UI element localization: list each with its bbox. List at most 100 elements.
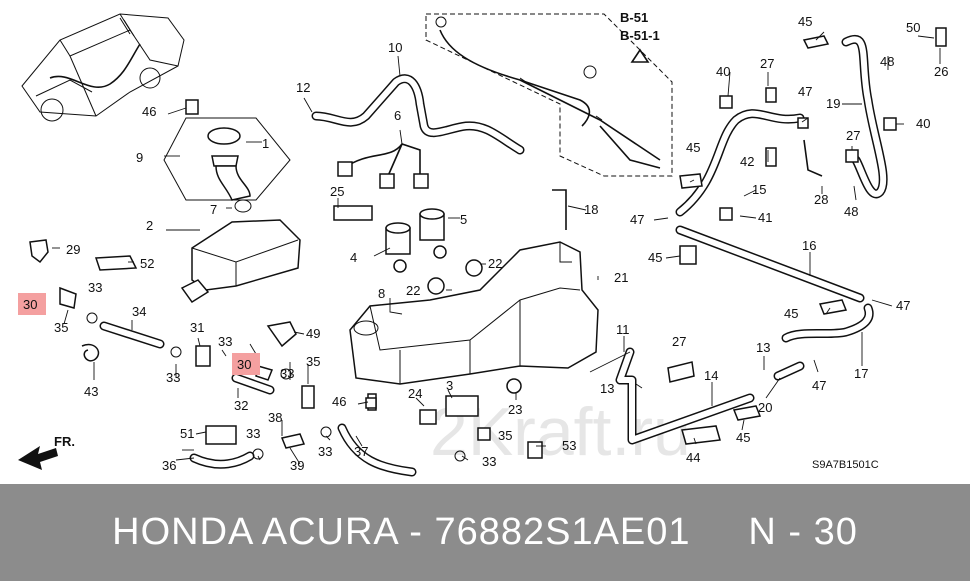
hose-18 [552, 189, 567, 230]
hose-28 [803, 139, 823, 177]
part-label-33e: 33 [246, 426, 260, 441]
part-label-33d: 33 [280, 366, 294, 381]
part-label-35a: 35 [54, 320, 68, 335]
part-label-6: 6 [394, 108, 401, 123]
part-label-22b: 22 [406, 283, 420, 298]
part-label-12: 12 [296, 80, 310, 95]
part-label-5: 5 [460, 212, 467, 227]
part-label-27c: 27 [672, 334, 686, 349]
part-label-9: 9 [136, 150, 143, 165]
highlight-box-30b [232, 353, 260, 375]
grommet-23 [506, 378, 522, 394]
part-label-48a: 48 [880, 54, 894, 69]
part-label-36: 36 [162, 458, 176, 473]
part-label-7: 7 [210, 202, 217, 217]
part-label-15: 15 [752, 182, 766, 197]
part-label-33a: 33 [88, 280, 102, 295]
part-label-3: 3 [446, 378, 453, 393]
part-label-47b: 47 [630, 212, 644, 227]
part-label-45b: 45 [686, 140, 700, 155]
part-label-28: 28 [814, 192, 828, 207]
ref-label-b51: B-51 [620, 10, 648, 25]
part-label-29: 29 [66, 242, 80, 257]
leader-lines [52, 31, 941, 465]
part-label-46b: 46 [332, 394, 346, 409]
ref-label-b51-1: B-51-1 [620, 28, 660, 43]
main-reservoir [349, 241, 599, 385]
pump-harness [333, 143, 447, 273]
part-label-41: 41 [758, 210, 772, 225]
footer-bar: HONDA ACURA - 76882S1AE01 N - 30 [0, 484, 970, 581]
part-label-26: 26 [934, 64, 948, 79]
upper-reservoir [180, 219, 301, 304]
part-label-10: 10 [388, 40, 402, 55]
part-label-19: 19 [826, 96, 840, 111]
part-label-17: 17 [854, 366, 868, 381]
part-label-40b: 40 [916, 116, 930, 131]
part-label-24: 24 [408, 386, 422, 401]
part-label-33g: 33 [482, 454, 496, 469]
part-label-20: 20 [758, 400, 772, 415]
filler-neck-group [163, 117, 291, 213]
part-label-4: 4 [350, 250, 357, 265]
part-label-25: 25 [330, 184, 344, 199]
part-label-48b: 48 [844, 204, 858, 219]
part-label-33b: 33 [218, 334, 232, 349]
part-label-27a: 27 [760, 56, 774, 71]
part-label-33c: 33 [166, 370, 180, 385]
small-parts [29, 27, 947, 462]
part-label-49: 49 [306, 326, 320, 341]
front-direction-indicator: FR. [18, 434, 75, 470]
part-label-42: 42 [740, 154, 754, 169]
part-label-13a: 13 [600, 381, 614, 396]
part-label-21: 21 [614, 270, 628, 285]
part-label-8: 8 [378, 286, 385, 301]
highlight-box-30a [18, 293, 46, 315]
part-label-27b: 27 [846, 128, 860, 143]
part-label-37: 37 [354, 444, 368, 459]
part-label-51: 51 [180, 426, 194, 441]
part-label-30a: 30 [23, 297, 37, 312]
diagram-code: S9A7B1501C [812, 459, 879, 471]
front-label: FR. [54, 434, 75, 449]
part-label-18: 18 [584, 202, 598, 217]
part-label-22a: 22 [488, 256, 502, 271]
part-label-40a: 40 [716, 64, 730, 79]
part-label-13b: 13 [756, 340, 770, 355]
parts-diagram: 2Kraft.ru B-51 B-51-1 [18, 10, 948, 477]
part-label-38: 38 [268, 410, 282, 425]
part-label-44: 44 [686, 450, 700, 465]
part-label-47a: 47 [798, 84, 812, 99]
part-label-43: 43 [84, 384, 98, 399]
part-label-23: 23 [508, 402, 522, 417]
grommet-22a [465, 259, 483, 277]
part-label-2: 2 [146, 218, 153, 233]
part-label-39: 39 [290, 458, 304, 473]
part-label-52: 52 [140, 256, 154, 271]
part-label-11: 11 [616, 322, 630, 337]
part-label-53: 53 [562, 438, 576, 453]
part-label-35c: 35 [498, 428, 512, 443]
part-labels: 1 2 3 4 5 6 7 8 9 10 11 12 13 13 14 15 1… [23, 14, 948, 473]
part-label-47d: 47 [812, 378, 826, 393]
position-number: N - 30 [748, 511, 858, 553]
part-label-46a: 46 [142, 104, 156, 119]
part-label-31: 31 [190, 320, 204, 335]
vehicle-thumbnail [21, 13, 185, 122]
part-label-47c: 47 [896, 298, 910, 313]
part-label-45e: 45 [736, 430, 750, 445]
part-label-30b: 30 [237, 357, 251, 372]
grommet-22b [427, 277, 445, 295]
part-label-45a: 45 [798, 14, 812, 29]
footer-caption: HONDA ACURA - 76882S1AE01 N - 30 [0, 484, 970, 581]
part-label-45c: 45 [648, 250, 662, 265]
part-label-35b: 35 [306, 354, 320, 369]
part-label-45d: 45 [784, 306, 798, 321]
hose-route-box [425, 13, 673, 177]
part-label-16: 16 [802, 238, 816, 253]
part-label-1: 1 [262, 136, 269, 151]
part-label-34: 34 [132, 304, 146, 319]
part-label-50: 50 [906, 20, 920, 35]
part-label-33f: 33 [318, 444, 332, 459]
